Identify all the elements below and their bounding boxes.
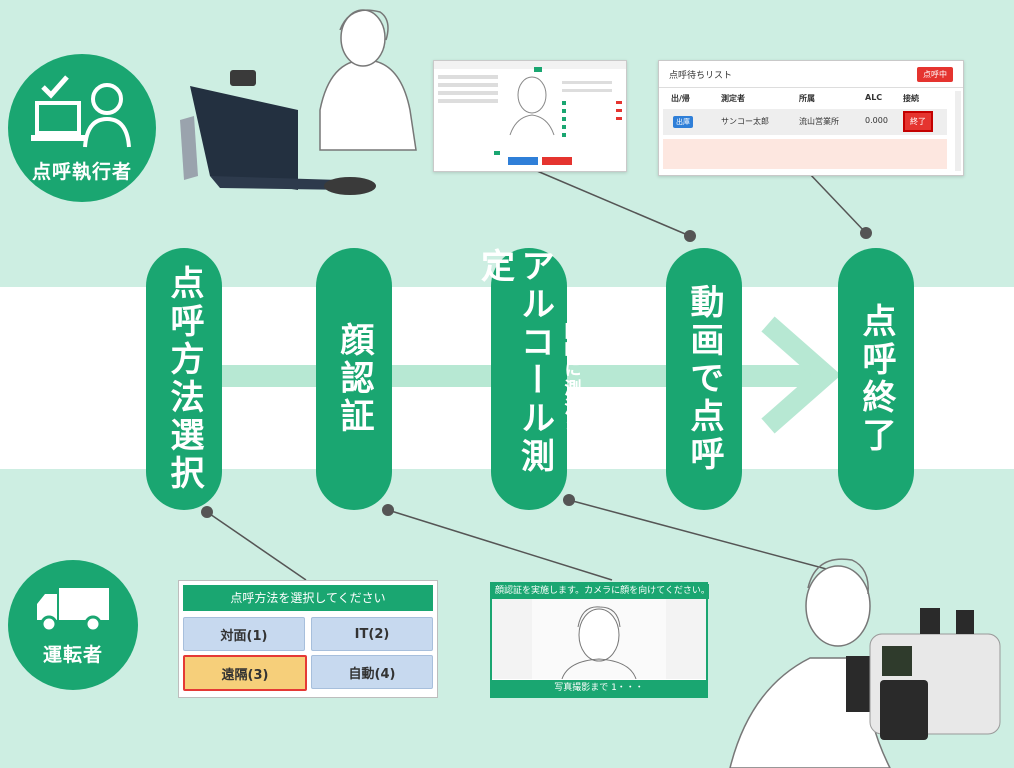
step-label: 点呼終了 — [856, 303, 896, 455]
in-call-button[interactable]: 点呼中 — [917, 67, 953, 82]
step-label: 点呼方法選択 — [164, 265, 204, 493]
role-driver: 運転者 — [8, 560, 138, 690]
col-header-alc: ALC — [865, 93, 883, 102]
alc-value: 0.000 — [865, 116, 888, 125]
step-alcohol-test: アルコール測定 同時に測温＊ — [475, 248, 581, 510]
col-header-connect: 接続 — [903, 94, 919, 103]
method-option-it[interactable]: IT(2) — [311, 617, 433, 651]
method-select-menu: 点呼方法を選択してください 対面(1) IT(2) 遠隔(3) 自動(4) — [178, 580, 438, 698]
face-portrait-illustration — [492, 599, 706, 679]
step-label: アルコール測定 — [474, 248, 555, 476]
app-screen-thumbnail — [433, 60, 627, 172]
face-auth-countdown: 写真撮影まで 1・・・ — [492, 680, 706, 696]
step-method-select: 点呼方法選択 — [146, 248, 222, 510]
step-finish: 点呼終了 — [838, 248, 914, 510]
list-scrollbar[interactable] — [955, 91, 961, 171]
table-row — [663, 109, 947, 135]
step-note: 同時に測温＊ — [560, 322, 581, 436]
list-empty-row — [663, 139, 947, 169]
list-title: 点呼待ちリスト — [669, 71, 733, 81]
call-waiting-list: 点呼待ちリスト 点呼中 出/帰 測定者 所属 ALC 接続 出庫 サンコー太郎 … — [658, 60, 964, 176]
role-executor: 点呼執行者 — [8, 54, 156, 202]
tester-name: サンコー太郎 — [721, 117, 769, 126]
col-header-direction: 出/帰 — [671, 94, 690, 103]
affiliation-value: 流山営業所 — [799, 117, 839, 126]
face-auth-screen: 顔認証を実施します。カメラに顔を向けてください。 写真撮影まで 1・・・ — [490, 582, 709, 698]
operator-laptop-icon — [31, 74, 131, 147]
method-option-face-to-face[interactable]: 対面(1) — [183, 617, 305, 651]
step-label: 動画で点呼 — [684, 284, 724, 474]
arrow-right-icon — [761, 316, 840, 434]
role-driver-label: 運転者 — [42, 643, 103, 666]
step-label: 顔認証 — [334, 322, 374, 436]
col-header-tester: 測定者 — [721, 94, 745, 103]
status-badge: 出庫 — [673, 116, 693, 128]
operator-at-laptop-illustration — [180, 9, 417, 195]
method-option-auto[interactable]: 自動(4) — [311, 655, 433, 689]
method-option-remote[interactable]: 遠隔(3) — [183, 655, 307, 691]
app-screen-preview — [434, 61, 626, 165]
method-menu-title: 点呼方法を選択してください — [183, 585, 433, 611]
end-call-button[interactable]: 終了 — [903, 111, 933, 132]
step-video-call: 動画で点呼 — [666, 248, 742, 510]
col-header-affiliation: 所属 — [799, 94, 815, 103]
driver-alcohol-test-illustration — [729, 558, 1001, 768]
list-header: 点呼待ちリスト 点呼中 — [659, 61, 963, 88]
role-executor-label: 点呼執行者 — [31, 160, 132, 183]
step-face-auth: 顔認証 — [316, 248, 392, 510]
truck-icon — [37, 587, 109, 632]
face-auth-header: 顔認証を実施します。カメラに顔を向けてください。 — [492, 584, 709, 599]
